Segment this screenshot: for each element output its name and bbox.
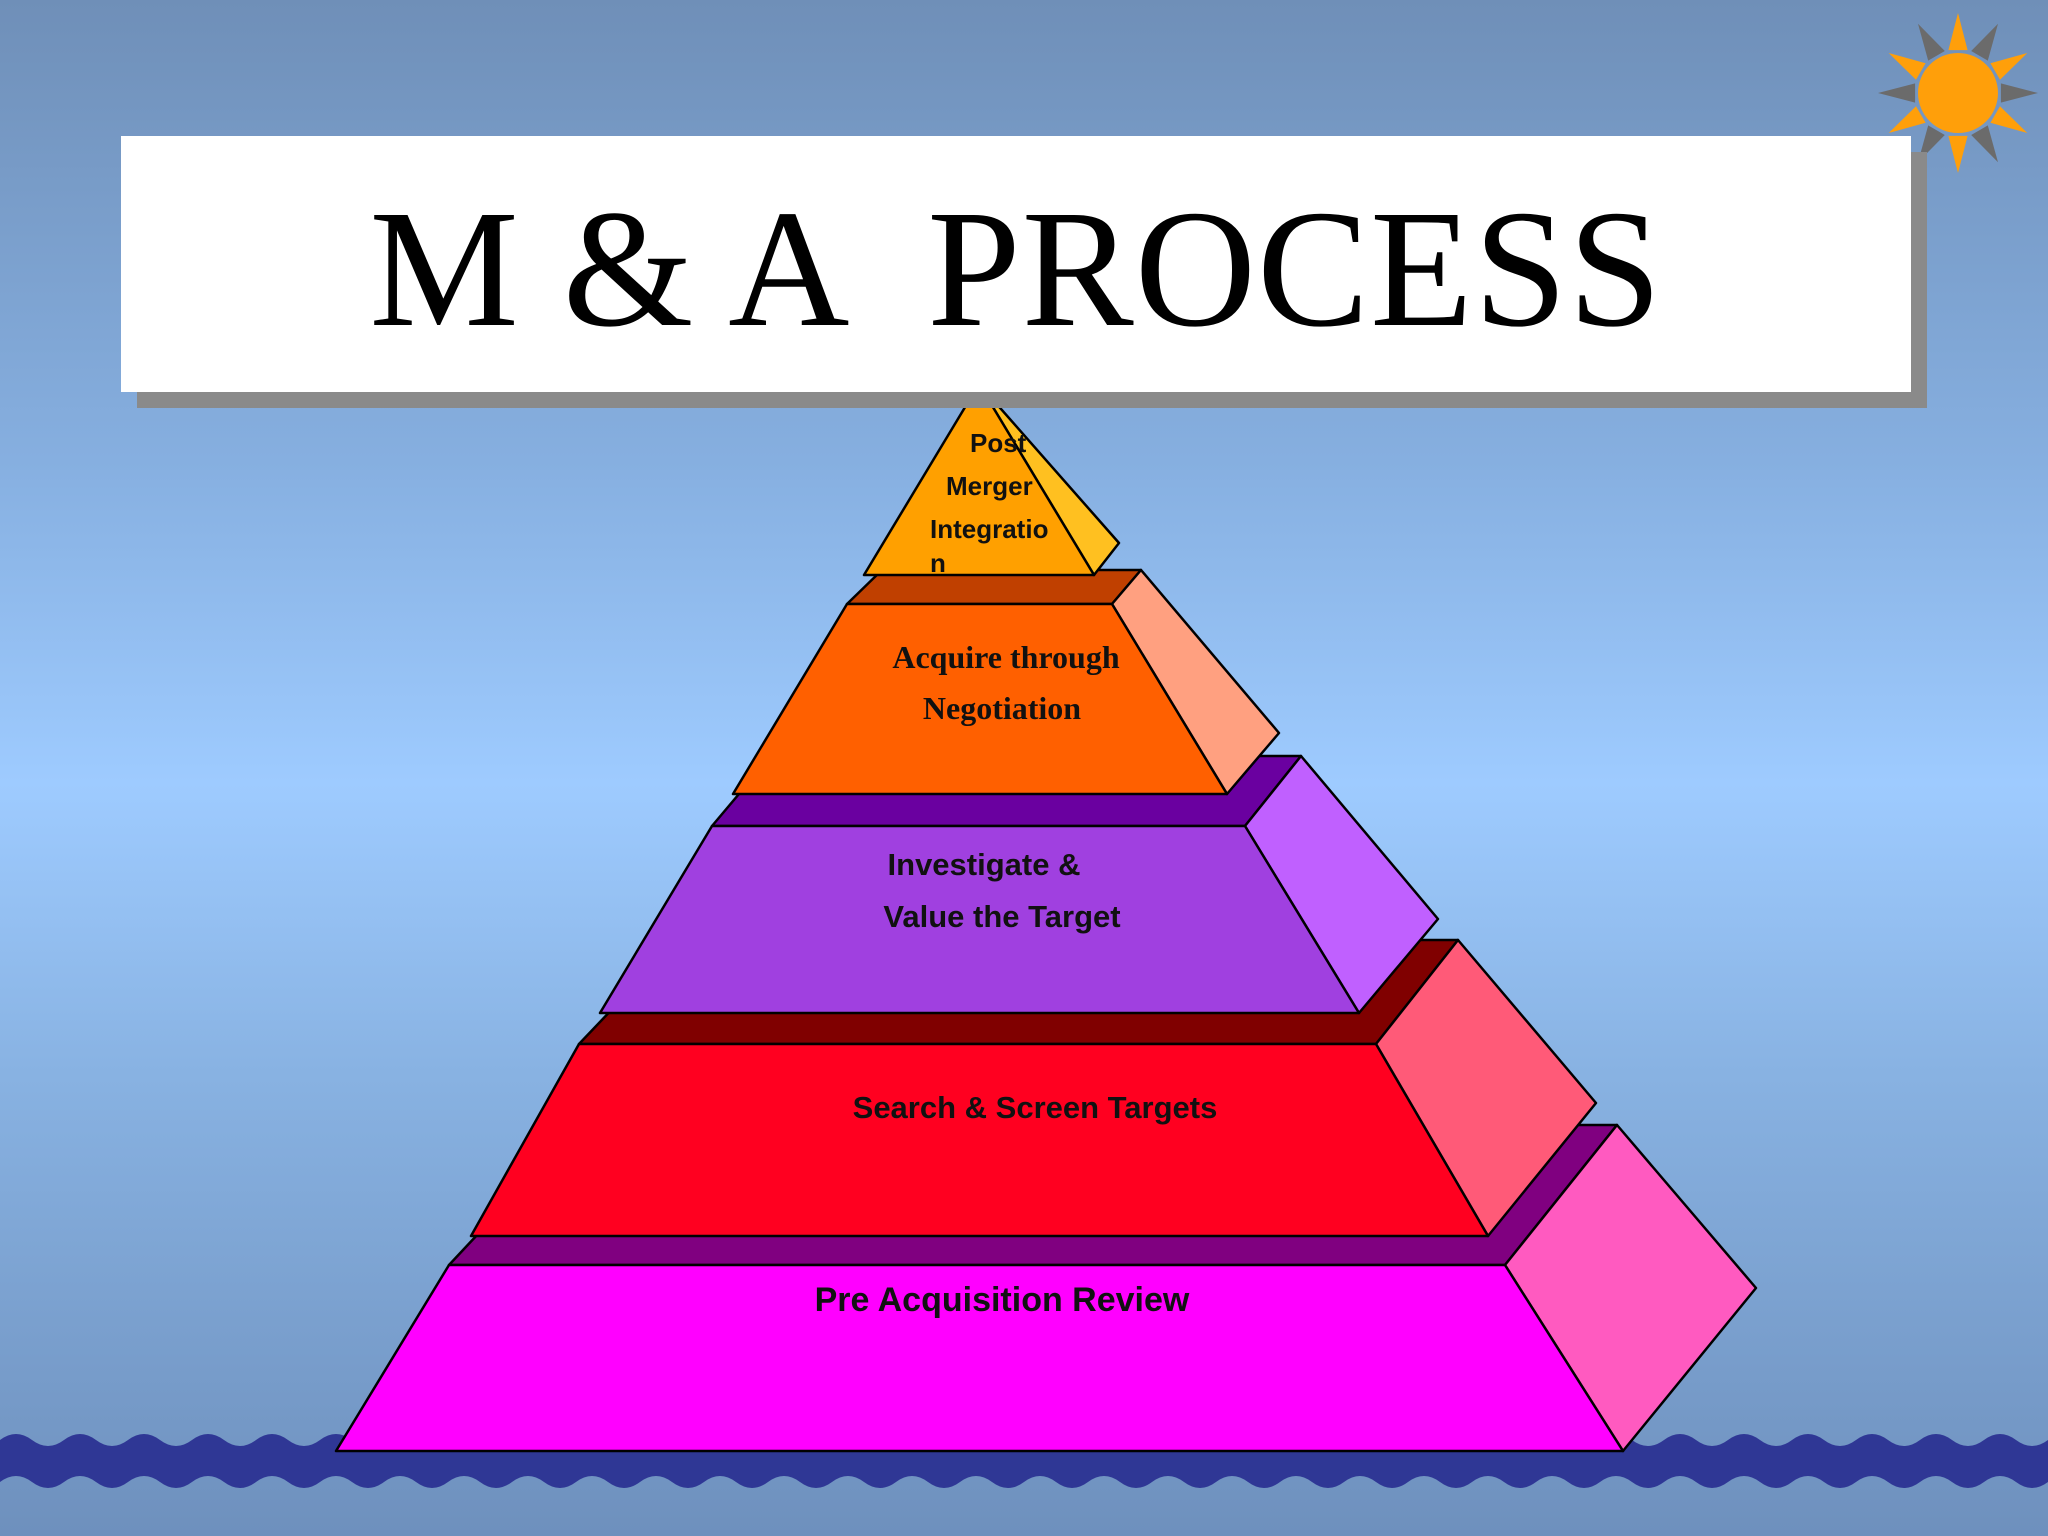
label-post-merger-line2: Merger	[946, 471, 1033, 501]
label-search-screen: Search & Screen Targets	[853, 1090, 1218, 1125]
sun-ray	[1948, 135, 1968, 173]
sun-ray	[1888, 106, 1926, 133]
title-box: M & A PROCESS	[121, 136, 1911, 392]
label-acquire-line2: Negotiation	[923, 690, 1081, 726]
label-pre-acquisition: Pre Acquisition Review	[815, 1281, 1190, 1319]
sun-ray	[1990, 53, 2028, 80]
pyramid	[334, 382, 1758, 1453]
top-front-face	[862, 382, 1096, 577]
label-post-merger-line3: Integratio	[930, 514, 1048, 544]
sun-ray	[1971, 23, 1998, 61]
sun-ray	[1990, 106, 2028, 133]
label-investigate-line1: Investigate &	[888, 847, 1081, 882]
sun-ray	[1948, 13, 1968, 51]
page-title: M & A PROCESS	[369, 175, 1663, 362]
level4-front-face	[731, 602, 1229, 796]
label-acquire-line1: Acquire through	[892, 639, 1120, 675]
pyramid-labels: Post Merger Integratio n Acquire through…	[815, 428, 1218, 1319]
sun-ray	[2000, 83, 2038, 103]
sun-rays	[1878, 13, 2038, 173]
sun-ray	[1888, 53, 1926, 80]
sun-icon	[1878, 13, 2038, 173]
sun-ray	[1971, 125, 1998, 163]
level3-front-face	[598, 824, 1361, 1015]
pyramid-level-acquire	[731, 568, 1281, 796]
sun-ray	[1878, 83, 1916, 103]
sun-ray	[1918, 23, 1945, 61]
level2-front-face	[469, 1042, 1490, 1238]
sun-disc	[1918, 53, 1998, 133]
label-post-merger-line1: Post	[970, 428, 1027, 458]
label-post-merger-line4: n	[930, 548, 946, 578]
label-investigate-line2: Value the Target	[883, 899, 1120, 934]
pyramid-level-post-merger	[862, 382, 1121, 577]
level1-front-face	[334, 1263, 1625, 1453]
